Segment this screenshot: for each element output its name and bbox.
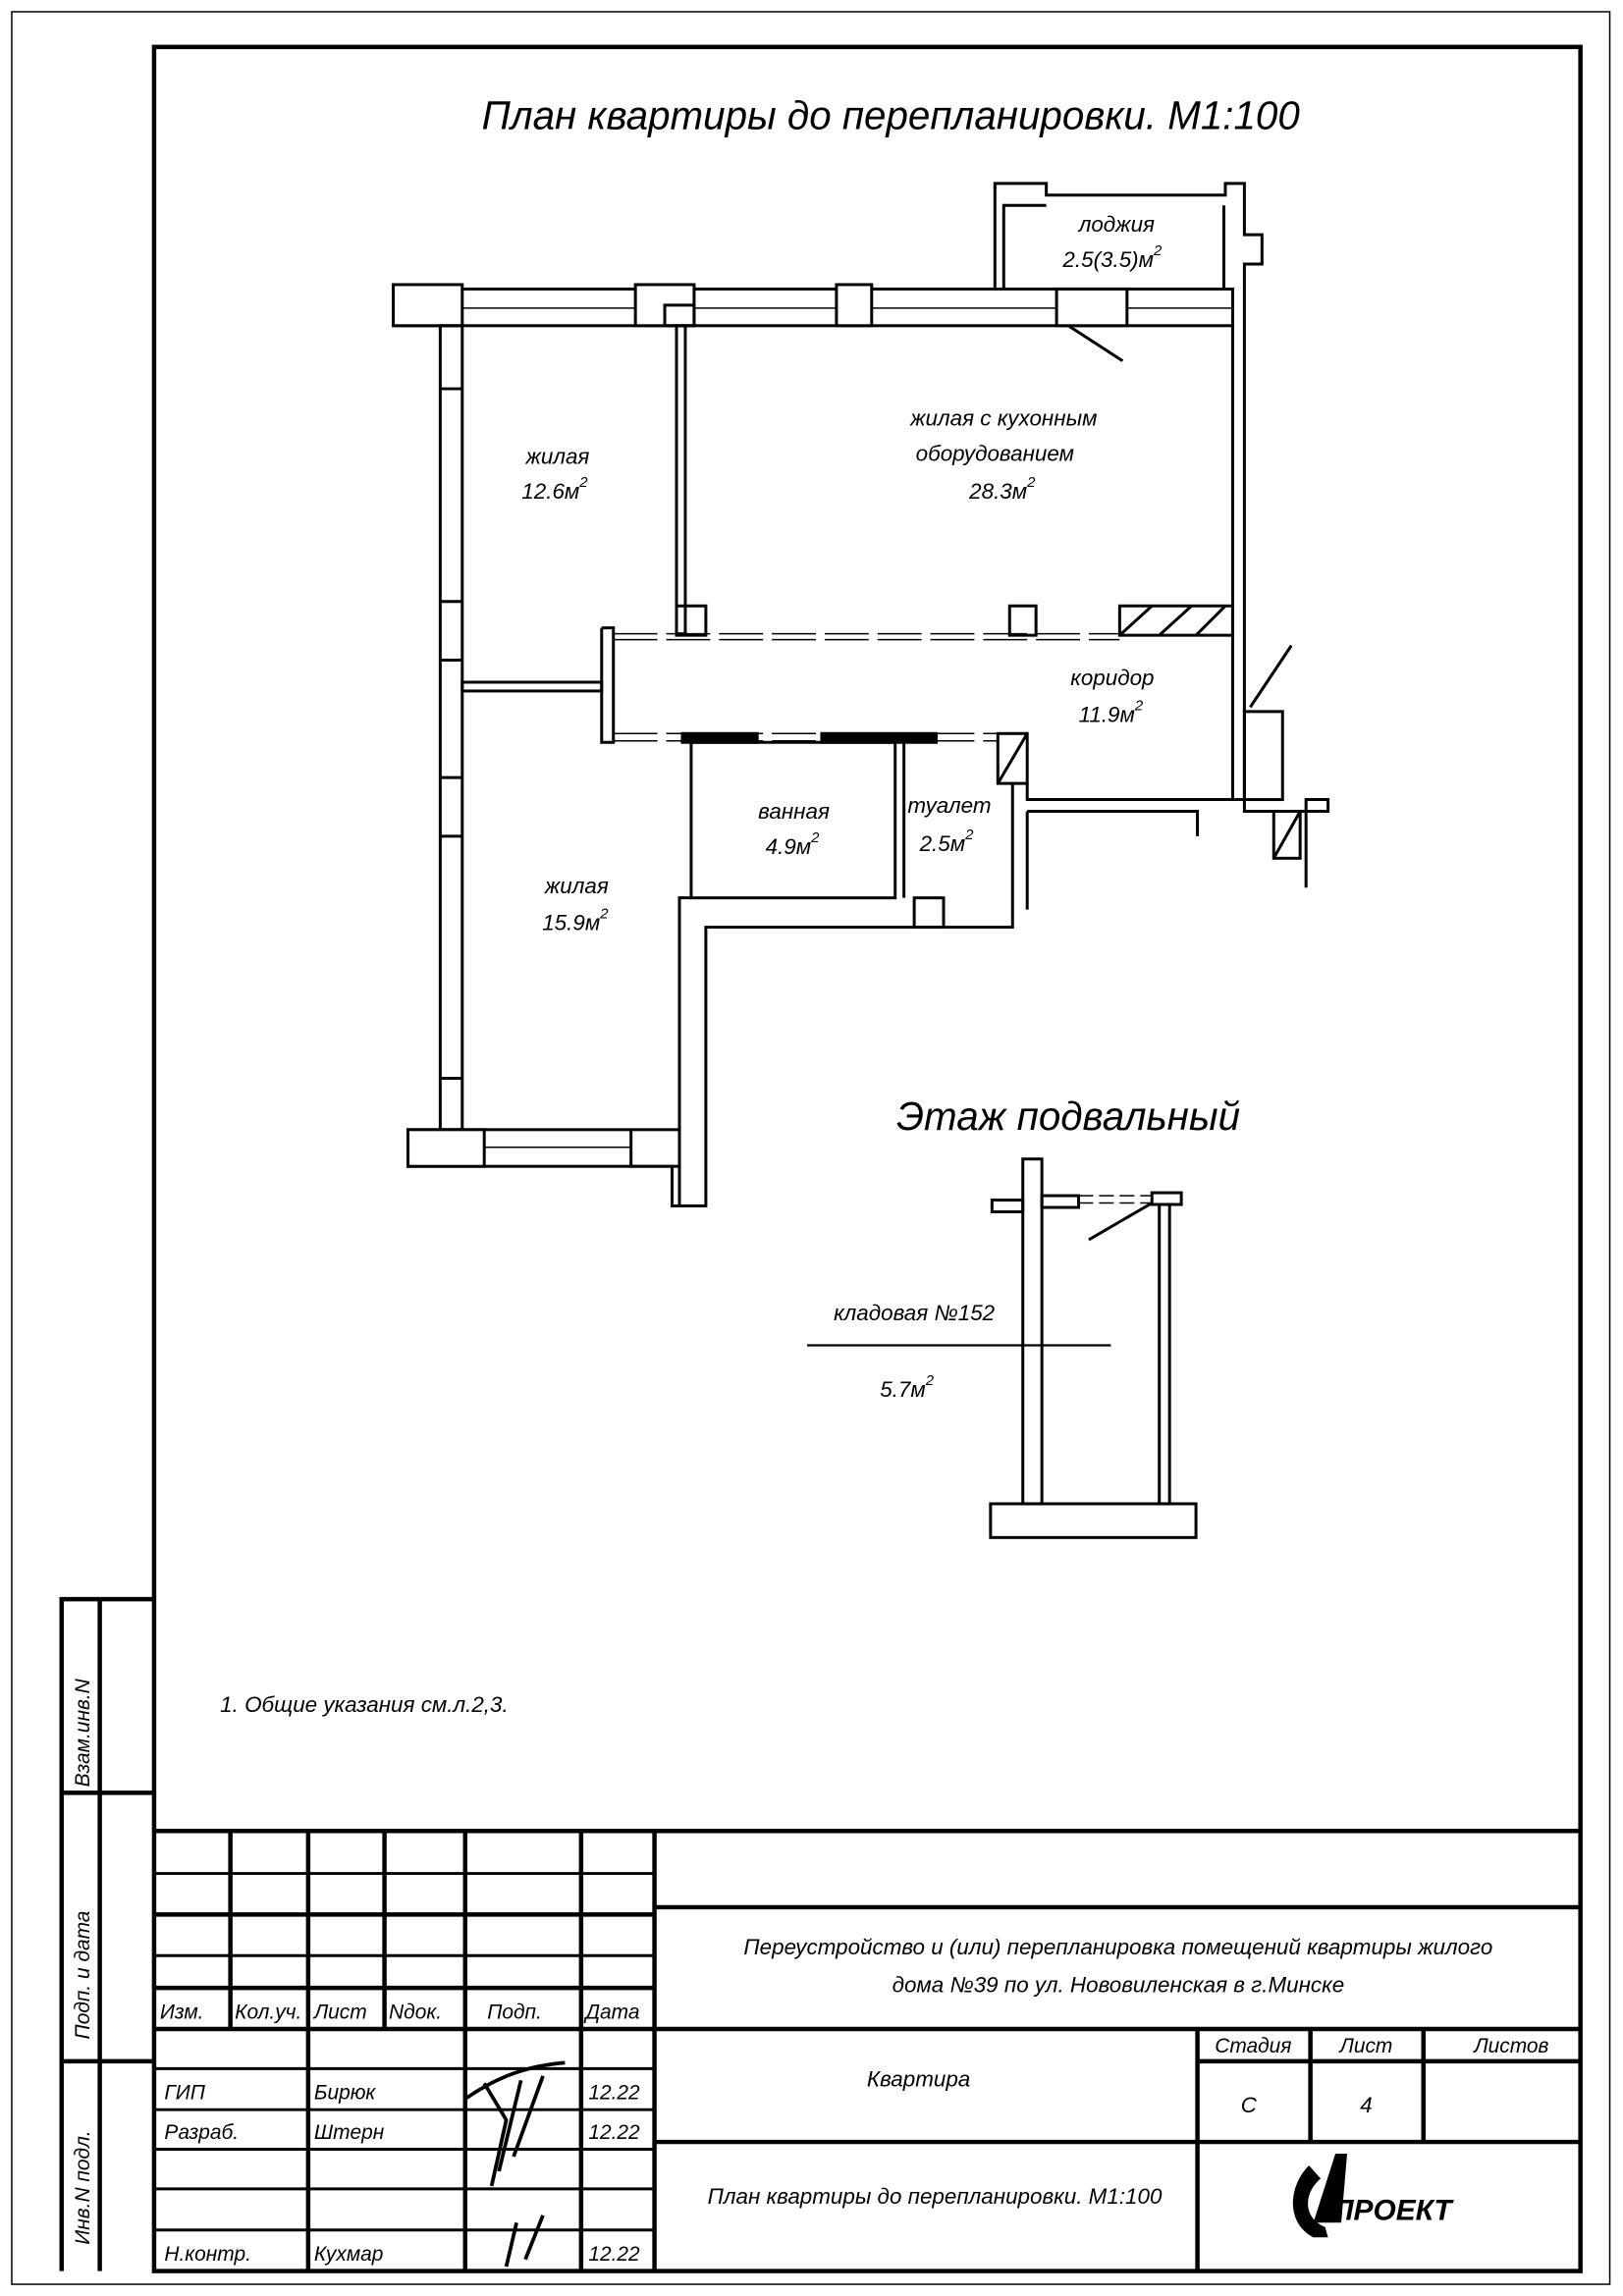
date: 12.22 [588,2121,640,2144]
date: 12.22 [588,2082,640,2105]
room-area: 28.3м2 [968,474,1036,504]
header-data: Дата [583,2002,639,2024]
room-area: 4.9м2 [766,829,821,859]
room-area: 11.9м2 [1079,697,1144,726]
room-name: лоджия [1077,212,1155,237]
signature [465,2060,566,2268]
date: 12.22 [588,2243,640,2266]
title-block [153,1828,1581,2271]
room-name: коридор [1070,666,1154,690]
project-line-2: дома №39 по ул. Нововиленская в г.Минске [893,1973,1345,1998]
room-area: 15.9м2 [542,906,609,935]
header-izm: Изм. [160,2002,204,2024]
stage-label: Стадия [1215,2035,1291,2057]
header-list: Лист [312,2002,367,2024]
room-name: ванная [758,799,830,824]
basement-plan [807,1157,1198,1539]
inner-frame [151,44,1583,2273]
role: ГИП [164,2082,205,2105]
room-name: жилая [524,444,589,468]
svg-text:ПРОЕКТ: ПРОЕКТ [1332,2194,1454,2226]
header-ndok: Nдок. [389,2002,442,2024]
room-area: 2.5(3.5)м2 [1061,242,1163,272]
role: Разраб. [164,2121,239,2144]
sheet-value: 4 [1360,2093,1372,2117]
floor-plan [392,182,1330,1208]
object-name: Квартира [867,2066,970,2091]
drawing-title: План квартиры до перепланировки. М1:100 [482,93,1301,138]
header-kol: Кол.уч. [235,2002,301,2024]
header-podp: Подп. [487,2002,542,2024]
person-name: Бирюк [314,2082,377,2105]
room-name: жилая [544,874,609,898]
room-name-2: оборудованием [916,441,1074,465]
person-name: Кухмар [314,2243,384,2266]
side-stamp [59,1596,154,2271]
sheets-label: Листов [1472,2035,1548,2057]
outer-frame [11,11,1611,2285]
room-area: 2.5м2 [919,827,975,856]
company-logo: ПРОЕКТ [1292,2154,1454,2238]
room-area: 12.6м2 [521,474,588,504]
storage-room-area: 5.7м2 [880,1372,935,1402]
role: Н.контр. [164,2243,251,2266]
project-line-1: Переустройство и (или) перепланировка по… [743,1935,1492,1959]
storage-room-name: кладовая №152 [834,1301,996,1325]
general-note: 1. Общие указания см.л.2,3. [220,1692,509,1717]
stamp-replace-inv: Взам.инв.N [72,1678,94,1787]
room-name: жилая с кухонным [909,405,1097,430]
sheet-title: План квартиры до перепланировки. М1:100 [708,2184,1163,2209]
room-name: туалет [907,793,991,818]
room-labels: лоджия 2.5(3.5)м2 жилая 12.6м2 жилая с к… [521,212,1163,934]
basement-title: Этаж подвальный [896,1094,1240,1139]
sheet-label: Лист [1338,2035,1393,2057]
stage-value: С [1241,2093,1258,2117]
stamp-orig-inv: Инв.N подл. [72,2130,94,2244]
title-block-headers: Изм. Кол.уч. Лист Nдок. Подп. Дата ГИП Б… [160,1935,1549,2268]
stamp-sign-date: Подп. и дата [72,1911,94,2040]
person-name: Штерн [314,2121,385,2144]
